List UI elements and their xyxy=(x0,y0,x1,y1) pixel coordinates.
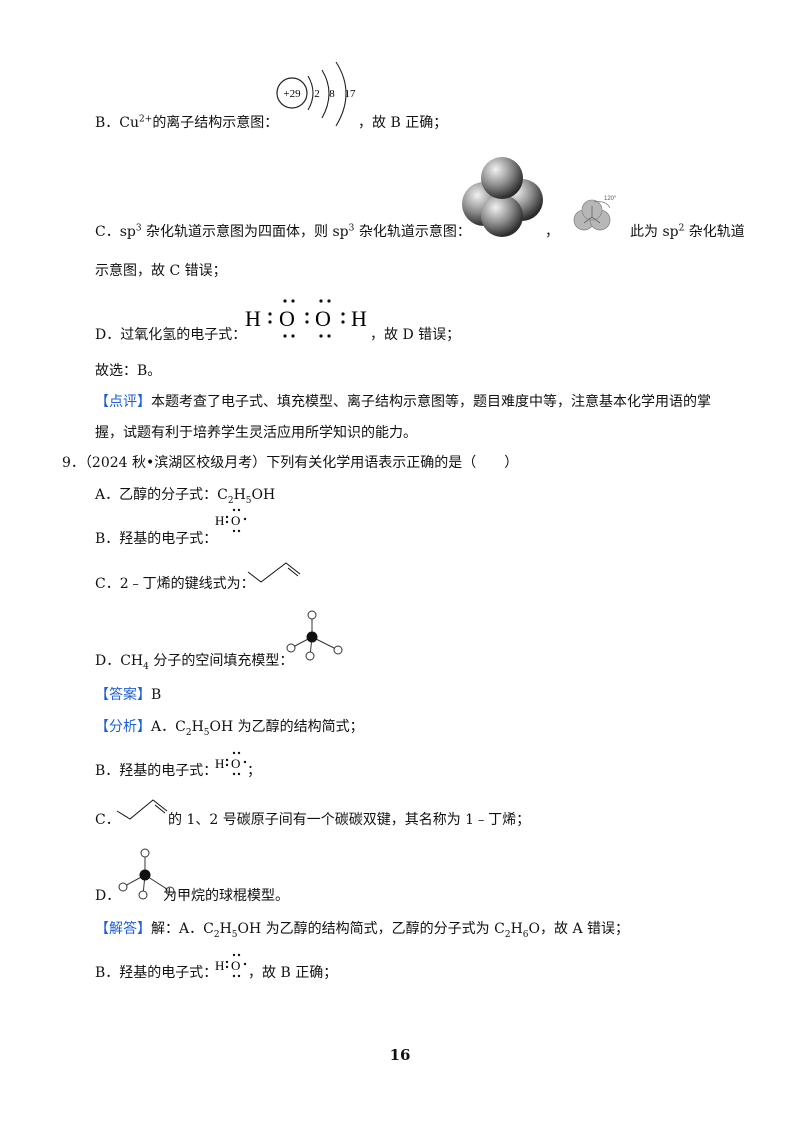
analysis-line: 【分析】A．C2H5OH 为乙醇的结构简式； xyxy=(95,719,364,738)
analysis-tag: 【分析】 xyxy=(95,719,151,735)
sp3-tetrahedral-model xyxy=(462,157,543,237)
methane-ball-stick-model-1 xyxy=(286,610,343,661)
nucleus-label: +29 xyxy=(283,88,301,100)
svg-text:H: H xyxy=(215,756,224,771)
svg-text:O: O xyxy=(231,958,240,973)
analysis-d-text: 为甲烷的球棍模型。 xyxy=(163,888,289,904)
option-c-continuation: 示意图，故 C 错误； xyxy=(95,263,227,279)
page-number: 16 xyxy=(389,1046,411,1064)
option-d-methane: D．CH4 分子的空间填充模型： xyxy=(95,653,294,672)
sp2-trigonal-model: 120° xyxy=(573,196,617,231)
analysis-d-prefix: D． xyxy=(95,888,121,904)
o-atom-1: O xyxy=(279,306,295,331)
svg-text:H: H xyxy=(215,513,224,528)
review-continuation: 握，试题有利于培养学生灵活应用所学知识的能力。 xyxy=(95,425,417,441)
hydroxyl-electron-formula-3: H O xyxy=(215,953,247,978)
ion-structure-diagram: +29 2 8 17 xyxy=(276,61,357,127)
option-c-sp2-text: 此为 sp2 杂化轨道 xyxy=(630,223,745,240)
shell-2-count: 8 xyxy=(329,88,335,100)
analysis-b-suffix: ； xyxy=(247,763,261,779)
review-tag: 【点评】 xyxy=(95,394,151,410)
option-d-peroxide-line: D．过氧化氢的电子式： xyxy=(95,327,247,343)
option-d-suffix: ，故 D 错误； xyxy=(370,327,461,343)
hydrogen-peroxide-electron-formula: H O O H xyxy=(245,299,367,338)
butene-skeletal-formula-2 xyxy=(116,799,168,820)
option-b-suffix: ，故 B 正确； xyxy=(358,115,448,131)
solution-line: 【解答】解：A．C2H5OH 为乙醇的结构简式，乙醇的分子式为 C2H6O，故 … xyxy=(95,921,630,940)
analysis-b: B．羟基的电子式： xyxy=(95,763,218,779)
option-a-ethanol: A．乙醇的分子式：C2H5OH xyxy=(95,487,276,506)
question-9: 9．（2024 秋•滨湖区校级月考）下列有关化学用语表示正确的是（ ） xyxy=(62,455,519,471)
solution-b: B．羟基的电子式： xyxy=(95,965,218,981)
h-atom-right: H xyxy=(351,306,367,331)
solution-tag: 【解答】 xyxy=(95,921,151,937)
hydroxyl-electron-formula-2: H O xyxy=(215,751,247,776)
hydroxyl-electron-formula-1: H O xyxy=(215,508,247,533)
shell-1-count: 2 xyxy=(314,88,320,100)
analysis-c-text: 的 1、2 号碳原子间有一个碳碳双键，其名称为 1﹣丁烯； xyxy=(168,812,531,828)
shell-3-count: 17 xyxy=(345,88,357,100)
solution-b-suffix: ，故 B 正确； xyxy=(248,965,338,981)
option-c-butene: C．2﹣丁烯的键线式为： xyxy=(95,576,255,592)
review-line: 【点评】本题考查了电子式、填充模型、离子结构示意图等，题目难度中等，注意基本化学… xyxy=(95,394,711,410)
methane-ball-stick-model-2 xyxy=(118,848,175,900)
choose-answer: 故选：B。 xyxy=(95,363,162,379)
bond-angle-label: 120° xyxy=(604,196,617,202)
butene-skeletal-formula-1 xyxy=(247,562,301,583)
svg-text:H: H xyxy=(215,958,224,973)
svg-text:O: O xyxy=(231,513,240,528)
option-b-ion-line: B．Cu2+的离子结构示意图： xyxy=(95,114,279,131)
analysis-c-prefix: C． xyxy=(95,812,120,828)
option-c-comma: ， xyxy=(545,224,559,240)
answer-tag: 【答案】 xyxy=(95,687,151,703)
h-atom-left: H xyxy=(245,306,261,331)
option-c-orbital-line: C．sp3 杂化轨道示意图为四面体，则 sp3 杂化轨道示意图： xyxy=(95,223,471,240)
o-atom-2: O xyxy=(315,306,331,331)
answer-line: 【答案】B xyxy=(95,687,162,703)
option-b-hydroxyl: B．羟基的电子式： xyxy=(95,531,218,547)
svg-text:O: O xyxy=(231,756,240,771)
